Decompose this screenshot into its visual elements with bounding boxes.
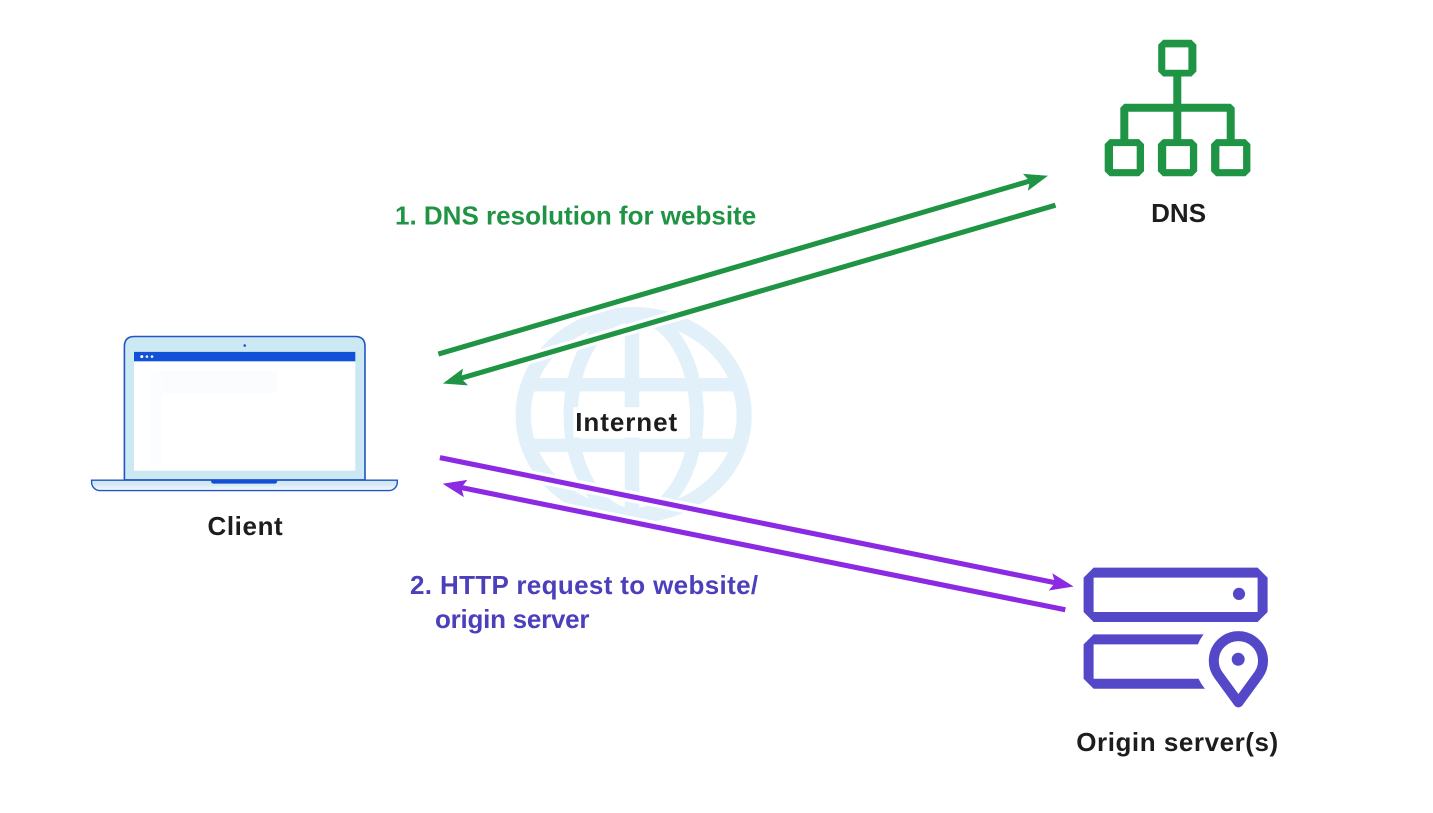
svg-text:1. DNS resolution for website: 1. DNS resolution for website: [395, 201, 756, 231]
svg-text:Origin server(s): Origin server(s): [1076, 727, 1278, 757]
svg-text:DNS: DNS: [1151, 198, 1206, 228]
svg-text:Internet: Internet: [575, 407, 678, 437]
svg-text:origin server: origin server: [435, 604, 589, 634]
svg-text:Client: Client: [207, 511, 283, 541]
svg-text:2. HTTP request to website/: 2. HTTP request to website/: [410, 570, 759, 600]
